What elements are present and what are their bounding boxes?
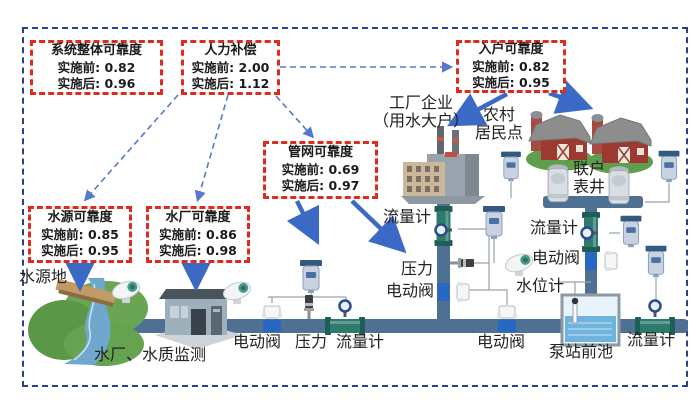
- rtu-meter-icon: [482, 205, 506, 240]
- forebay-tank-icon: [560, 293, 621, 347]
- rtu-meter-icon: [620, 215, 642, 248]
- rtu-meter-icon: [500, 151, 522, 182]
- stat-row-after: 实施后: 1.12: [191, 75, 270, 91]
- label-valve-bottom-left: 电动阀: [233, 332, 282, 351]
- label-forebay: 泵站前池: [549, 342, 614, 361]
- shared-well-meter-icon: [608, 165, 630, 205]
- label-water-source: 水源地: [19, 267, 68, 286]
- valve-actuator-icon: [261, 305, 283, 319]
- stat-box-water-plant-reliability: 水厂可靠度 实施前: 0.86 实施后: 0.98: [146, 206, 250, 263]
- valve-icon: [498, 320, 516, 332]
- valve-actuator-icon: [604, 250, 618, 272]
- label-rural-village: 农村 居民点: [474, 105, 523, 142]
- rtu-meter-icon: [658, 150, 680, 183]
- valve-actuator-icon: [496, 305, 518, 319]
- label-flowmeter-far-right: 流量计: [627, 330, 676, 349]
- valve-actuator-icon: [456, 281, 470, 303]
- stat-title: 水源可靠度: [47, 209, 113, 225]
- diagram-border: [22, 27, 688, 387]
- solid-arrows: [62, 79, 594, 292]
- label-pressure-bottom: 压力: [295, 332, 328, 351]
- stat-row-after: 实施后: 0.95: [41, 242, 119, 258]
- label-factory: 工厂企业 （用水大户）: [372, 93, 469, 130]
- pressure-sensor-icon: [450, 258, 474, 268]
- gauge-icon: [338, 299, 352, 319]
- rtu-meter-icon: [299, 259, 323, 294]
- label-valve-bottom-right: 电动阀: [477, 332, 526, 351]
- stat-row-before: 实施前: 0.86: [159, 226, 237, 242]
- stat-row-before: 实施前: 0.82: [472, 58, 550, 74]
- camera-icon: [502, 250, 536, 277]
- dashed-links: [83, 61, 454, 203]
- stat-row-after: 实施后: 0.97: [281, 178, 360, 194]
- water-plant-icon: [155, 289, 243, 349]
- label-level-meter: 水位计: [516, 276, 565, 295]
- stat-title: 入户可靠度: [478, 41, 544, 57]
- stat-title: 系统整体可靠度: [50, 42, 142, 58]
- stat-box-system-reliability: 系统整体可靠度 实施前: 0.82 实施后: 0.96: [30, 40, 163, 95]
- stat-row-after: 实施后: 0.98: [159, 242, 237, 258]
- label-valve-right: 电动阀: [532, 248, 581, 267]
- label-flowmeter-right: 流量计: [530, 218, 579, 237]
- label-pressure-center: 压力: [401, 259, 434, 278]
- pressure-sensor-icon: [304, 295, 314, 319]
- factory-icon: [401, 126, 485, 204]
- valve-icon: [263, 320, 281, 332]
- stat-box-pipe-network-reliability: 管网可靠度 实施前: 0.69 实施后: 0.97: [263, 141, 378, 199]
- stat-row-before: 实施前: 2.00: [191, 59, 270, 75]
- shared-well-meter-icon: [547, 163, 569, 203]
- stat-box-household-reliability: 入户可靠度 实施前: 0.82 实施后: 0.95: [456, 40, 566, 93]
- level-sensor-icon: [571, 297, 579, 324]
- stat-title: 水厂可靠度: [165, 209, 231, 225]
- valve-icon: [585, 252, 597, 270]
- stat-box-water-source-reliability: 水源可靠度 实施前: 0.85 实施后: 0.95: [28, 206, 132, 263]
- gauge-icon: [648, 299, 662, 319]
- label-water-plant-monitoring: 水厂、水质监测: [94, 345, 207, 364]
- stat-title: 管网可靠度: [287, 145, 353, 161]
- stat-row-after: 实施后: 0.96: [57, 75, 136, 91]
- valve-icon: [437, 283, 450, 301]
- stat-row-before: 实施前: 0.82: [57, 59, 136, 75]
- label-flowmeter-bottom: 流量计: [336, 332, 385, 351]
- label-valve-center: 电动阀: [386, 281, 435, 300]
- stat-row-before: 实施前: 0.69: [281, 162, 360, 178]
- stat-row-after: 实施后: 0.95: [472, 74, 550, 90]
- label-shared-meter-well: 联户 表井: [572, 159, 605, 196]
- stat-row-before: 实施前: 0.85: [41, 226, 119, 242]
- stat-title: 人力补偿: [204, 42, 257, 58]
- stat-box-manpower-compensation: 人力补偿 实施前: 2.00 实施后: 1.12: [181, 40, 280, 95]
- rtu-meter-icon: [645, 245, 667, 278]
- label-flowmeter-center: 流量计: [383, 207, 432, 226]
